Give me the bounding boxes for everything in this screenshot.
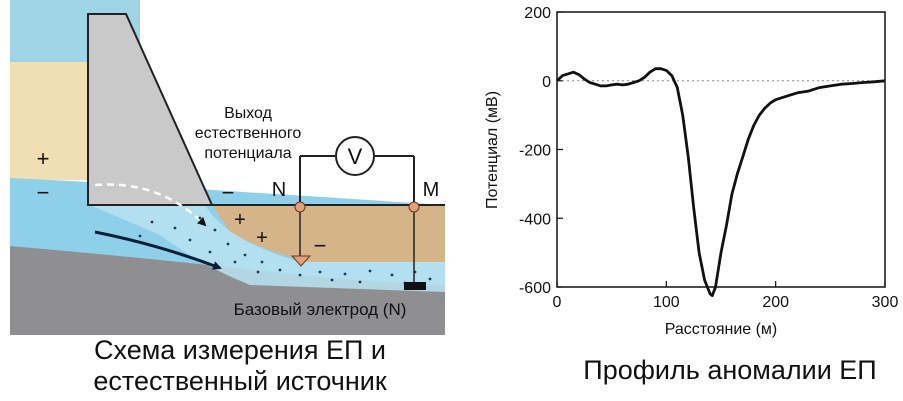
x-tick-label: 100 [653, 294, 680, 311]
dam-body [87, 13, 214, 206]
chart-tick-labels: 0 100 200 300 200 0 -200 -400 -600 [519, 5, 898, 311]
electrode-m-head [408, 201, 420, 213]
source-electrode-marker [290, 255, 312, 267]
sp-profile-line [556, 67, 886, 297]
seepage-flow-dashed-arrow [94, 183, 207, 227]
plot-frame [556, 11, 886, 288]
wetted-zone [90, 205, 445, 292]
voltmeter-label: V [348, 144, 363, 169]
electrode-n-head [294, 201, 306, 213]
seepage-flow-arrow [94, 230, 222, 270]
electrode-m-label: M [423, 179, 440, 201]
plus-sign-seep-1: + [234, 209, 246, 231]
plus-sign-seep-2: + [256, 227, 268, 249]
tan-soil-layer [212, 205, 445, 262]
electrode-n-label: N [272, 179, 286, 201]
schematic-caption-line-2: естественный источник [93, 366, 387, 396]
sp-anomaly-chart: 0 100 200 300 200 0 -200 -400 -600 Расстояние (м… [484, 5, 898, 338]
x-tick-label: 0 [553, 294, 562, 311]
y-tick-label: 0 [542, 74, 551, 91]
y-axis-label: Потенциал (мВ) [484, 91, 501, 209]
minus-sign-upper: − [37, 180, 50, 205]
schematic-caption-line-1: Схема измерения ЕП и [94, 335, 386, 365]
outflow-label-line-1: Выход [224, 105, 273, 122]
plus-sign-upper: + [37, 146, 50, 171]
x-tick-label: 300 [872, 294, 899, 311]
sp-measurement-schematic: V Выход естественного потенциала N M + −… [10, 0, 445, 335]
x-tick-label: 200 [762, 294, 789, 311]
outflow-label-line-3: потенциала [204, 145, 291, 162]
gray-bedrock [10, 246, 445, 335]
outflow-label-line-2: естественного [195, 125, 302, 142]
y-tick-label: 200 [524, 5, 551, 22]
minus-sign-outflow: − [222, 180, 235, 205]
schematic-caption: Схема измерения ЕП и естественный источн… [40, 335, 440, 397]
minus-sign-soil: − [314, 233, 327, 258]
y-tick-label: -400 [519, 211, 551, 228]
y-tick-label: -600 [519, 280, 551, 297]
base-electrode-block [404, 282, 426, 290]
chart-title: Профиль аномалии ЕП [583, 355, 877, 385]
x-axis-label: Расстояние (м) [665, 321, 778, 338]
base-electrode-label: Базовый электрод (N) [234, 300, 407, 319]
voltmeter-circle [335, 136, 375, 176]
y-tick-label: -200 [519, 143, 551, 160]
